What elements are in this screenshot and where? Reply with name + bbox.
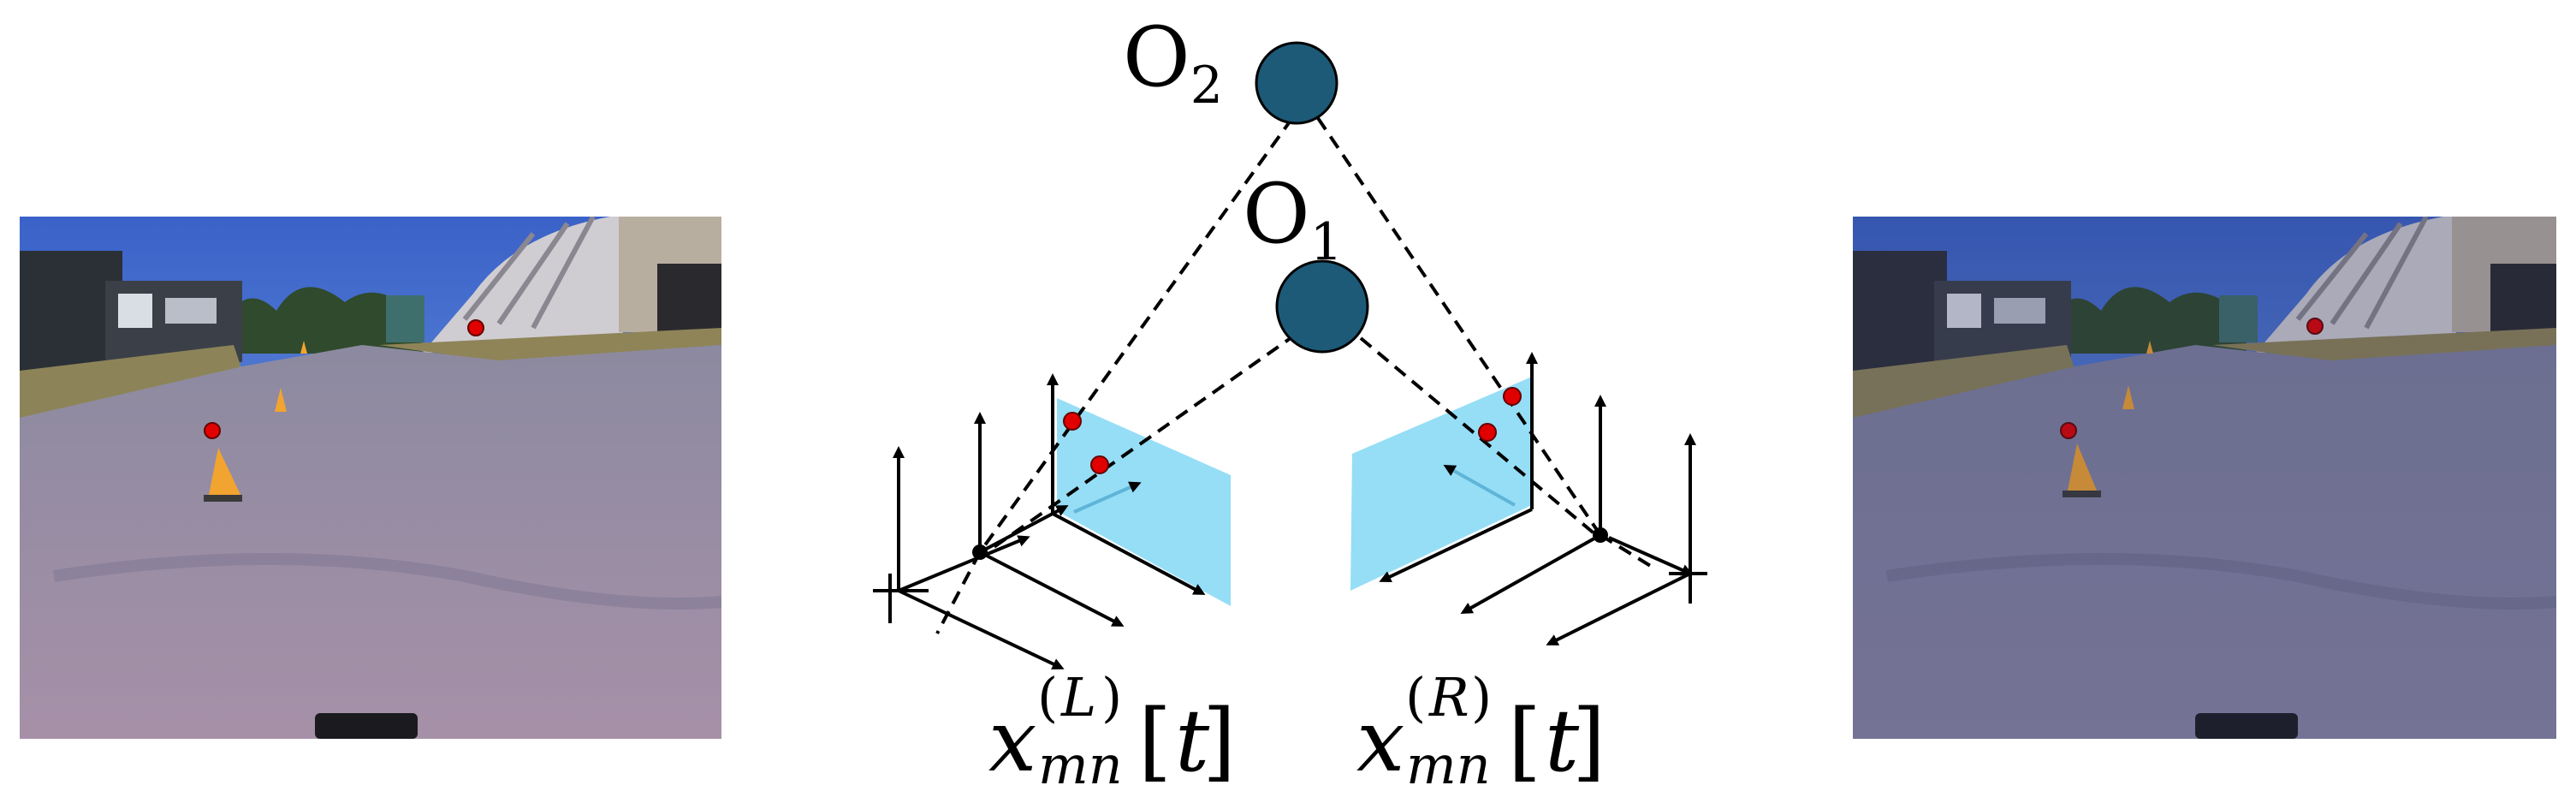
svg-text:[: [ — [1138, 691, 1172, 791]
keypoint-marker — [1090, 455, 1109, 474]
svg-text:x: x — [1356, 691, 1404, 791]
keypoint-marker — [467, 319, 484, 336]
svg-text:t: t — [1545, 691, 1580, 791]
keypoint-marker — [2306, 318, 2324, 335]
svg-text:L: L — [1060, 666, 1096, 729]
svg-text:t: t — [1175, 691, 1210, 791]
left-camera-frames — [873, 373, 1206, 670]
svg-text:[: [ — [1508, 691, 1541, 791]
right-image-plane — [1350, 377, 1532, 591]
svg-text:(: ( — [1037, 666, 1058, 729]
origin-o1-label: O1 — [1243, 166, 1343, 272]
right-camera-center — [1593, 527, 1608, 543]
left-camera-center — [972, 544, 988, 560]
left-camera-photo — [20, 217, 721, 739]
svg-text:): ) — [1471, 666, 1492, 729]
left-image-label: x mn ( L ) [ t ] — [988, 666, 1236, 796]
right-image-label: x mn ( R ) [ t ] — [1356, 666, 1606, 796]
left-image-plane — [1057, 398, 1231, 606]
svg-text:): ) — [1101, 666, 1122, 729]
keypoint-marker — [1478, 423, 1497, 442]
svg-text:(: ( — [1405, 666, 1426, 729]
origin-o1-circle — [1275, 259, 1369, 354]
svg-text:mn: mn — [1406, 734, 1491, 796]
keypoint-marker — [1063, 412, 1082, 431]
keypoint-marker — [1503, 387, 1522, 406]
keypoint-marker — [2060, 422, 2077, 439]
origin-o2-label: O2 — [1123, 9, 1223, 116]
svg-text:]: ] — [1572, 691, 1606, 791]
svg-text:R: R — [1428, 666, 1469, 729]
projection-rays — [935, 116, 1658, 634]
keypoint-marker — [204, 422, 221, 439]
svg-text:x: x — [988, 691, 1036, 791]
right-camera-frames — [1379, 352, 1707, 645]
origin-o2-circle — [1255, 41, 1338, 125]
svg-text:]: ] — [1202, 691, 1236, 791]
svg-text:mn: mn — [1038, 734, 1123, 796]
